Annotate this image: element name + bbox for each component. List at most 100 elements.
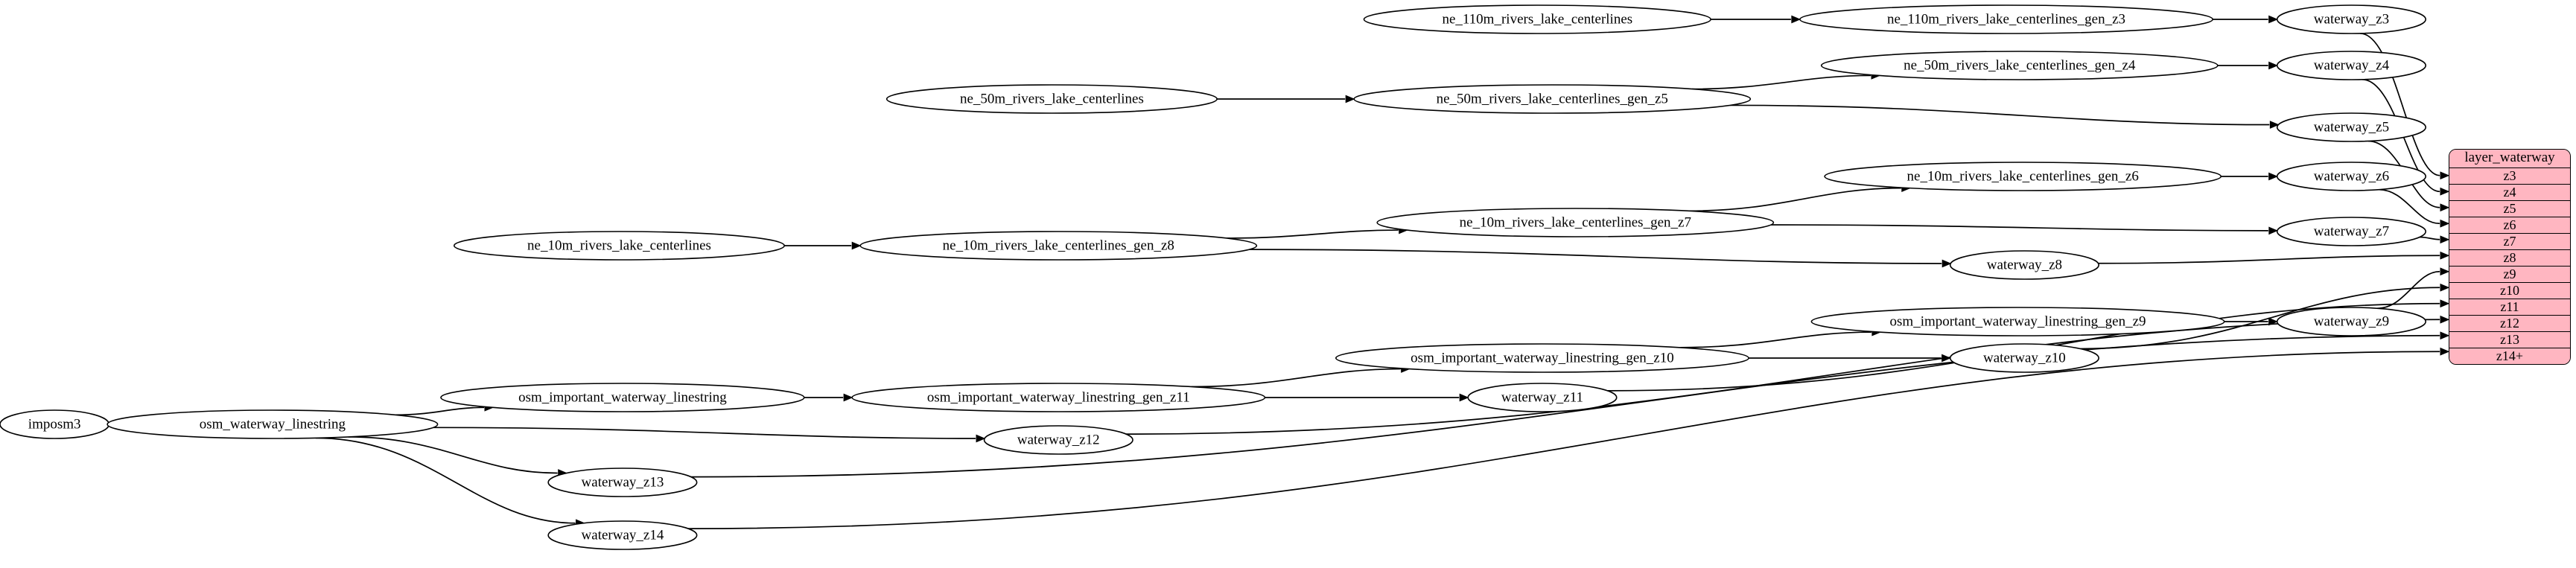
node-shape [852, 383, 1265, 412]
node-ne_50m_rivers_lake_centerlines[interactable]: ne_50m_rivers_lake_centerlines [887, 85, 1217, 113]
layer-row-z12[interactable]: z12 [2449, 316, 2570, 332]
node-shape [454, 232, 784, 260]
node-label: waterway_z8 [1987, 257, 2062, 272]
node-ne_10m_rivers_lake_centerlines_gen_z8[interactable]: ne_10m_rivers_lake_centerlines_gen_z8 [860, 232, 1256, 260]
edge-waterway_z14-to-layer_z14plus [688, 351, 2440, 529]
layer-row-z5[interactable]: z5 [2449, 201, 2570, 217]
node-shape [441, 383, 804, 412]
edge-arrowhead [852, 242, 860, 249]
edge-osm_waterway_linestring-to-waterway_z12 [433, 427, 976, 438]
node-label: waterway_z3 [2314, 11, 2389, 27]
node-osm_waterway_linestring[interactable]: osm_waterway_linestring [107, 410, 437, 438]
node-label: imposm3 [28, 416, 81, 432]
node-shape [860, 232, 1256, 260]
node-waterway_z7[interactable]: waterway_z7 [2277, 217, 2426, 246]
node-label: osm_waterway_linestring [200, 416, 346, 432]
node-shape [2277, 307, 2426, 336]
edge-osm_waterway_linestring-to-waterway_z13 [349, 437, 558, 473]
node-waterway_z8[interactable]: waterway_z8 [1950, 251, 2099, 279]
edge-waterway_z8-to-layer_z8 [2099, 255, 2440, 264]
edge-arrowhead [2440, 188, 2449, 195]
node-waterway_z9[interactable]: waterway_z9 [2277, 307, 2426, 336]
layer-row-z6[interactable]: z6 [2449, 217, 2570, 234]
node-waterway_z4[interactable]: waterway_z4 [2277, 51, 2426, 80]
layer-row-z10[interactable]: z10 [2449, 283, 2570, 299]
node-ne_110m_rivers_lake_centerlines_gen_z3[interactable]: ne_110m_rivers_lake_centerlines_gen_z3 [1800, 5, 2213, 33]
node-ne_50m_rivers_lake_centerlines_gen_z4[interactable]: ne_50m_rivers_lake_centerlines_gen_z4 [1822, 51, 2218, 80]
layer-row-z4[interactable]: z4 [2449, 185, 2570, 201]
node-shape [1950, 251, 2099, 279]
node-ne_50m_rivers_lake_centerlines_gen_z5[interactable]: ne_50m_rivers_lake_centerlines_gen_z5 [1354, 85, 1750, 113]
edge-arrowhead [2440, 316, 2449, 323]
layer-row-z14plus[interactable]: z14+ [2449, 348, 2570, 364]
node-waterway_z6[interactable]: waterway_z6 [2277, 162, 2426, 191]
node-osm_important_waterway_linestring[interactable]: osm_important_waterway_linestring [441, 383, 804, 412]
node-label: osm_important_waterway_linestring [518, 389, 727, 405]
layer-row-z3[interactable]: z3 [2449, 168, 2570, 185]
node-shape [1822, 51, 2218, 80]
node-label: ne_50m_rivers_lake_centerlines [960, 91, 1144, 106]
node-label: ne_10m_rivers_lake_centerlines [527, 237, 711, 253]
node-osm_important_waterway_linestring_gen_z10[interactable]: osm_important_waterway_linestring_gen_z1… [1336, 344, 1749, 372]
edge-osm_waterway_linestring-to-osm_important_waterway_linestring [395, 407, 484, 415]
layer-row-z13[interactable]: z13 [2449, 332, 2570, 348]
edge-osm_important_waterway_linestring_gen_z10-to-osm_important_waterway_linestring_gen_z9 [1680, 332, 1871, 348]
node-label: waterway_z6 [2314, 168, 2389, 184]
edge-arrowhead [2269, 227, 2277, 234]
node-label: waterway_z10 [1983, 350, 2066, 366]
node-imposm3[interactable]: imposm3 [0, 410, 109, 438]
node-label: waterway_z4 [2314, 57, 2390, 73]
node-label: waterway_z9 [2314, 313, 2389, 329]
node-shape [1800, 5, 2213, 33]
node-shape [1354, 85, 1750, 113]
node-waterway_z13[interactable]: waterway_z13 [548, 468, 697, 497]
node-osm_important_waterway_linestring_gen_z11[interactable]: osm_important_waterway_linestring_gen_z1… [852, 383, 1265, 412]
edge-arrowhead [2269, 318, 2277, 325]
node-shape [1950, 344, 2099, 372]
node-label: ne_50m_rivers_lake_centerlines_gen_z5 [1437, 91, 1668, 106]
node-ne_110m_rivers_lake_centerlines[interactable]: ne_110m_rivers_lake_centerlines [1364, 5, 1711, 33]
edge-arrowhead [2269, 173, 2277, 179]
layer-row-z9[interactable]: z9 [2449, 267, 2570, 283]
edge-waterway_z12-to-layer_z12 [1126, 319, 2440, 434]
node-waterway_z5[interactable]: waterway_z5 [2277, 113, 2426, 141]
node-shape [1336, 344, 1749, 372]
edge-waterway_z6-to-layer_z6 [2379, 190, 2440, 224]
node-shape [107, 410, 437, 438]
node-label: ne_10m_rivers_lake_centerlines_gen_z6 [1907, 168, 2139, 184]
edge-arrowhead [844, 394, 852, 401]
layer-row-z7[interactable]: z7 [2449, 234, 2570, 250]
node-ne_10m_rivers_lake_centerlines_gen_z6[interactable]: ne_10m_rivers_lake_centerlines_gen_z6 [1825, 162, 2221, 191]
node-ne_10m_rivers_lake_centerlines_gen_z7[interactable]: ne_10m_rivers_lake_centerlines_gen_z7 [1377, 208, 1773, 237]
node-shape [1377, 208, 1773, 237]
node-shape [1825, 162, 2221, 191]
edge-waterway_z13-to-layer_z13 [691, 336, 2440, 477]
edge-arrowhead [2440, 220, 2449, 227]
node-shape [548, 468, 697, 497]
edge-ne_50m_rivers_lake_centerlines_gen_z5-to-ne_50m_rivers_lake_centerlines_gen_z4 [1692, 75, 1871, 89]
node-label: waterway_z13 [582, 474, 664, 490]
node-shape [2277, 162, 2426, 191]
nodes-layer: imposm3 osm_waterway_linestring ne_110m_ri… [0, 5, 2426, 549]
edge-arrowhead [2440, 252, 2449, 259]
node-waterway_z12[interactable]: waterway_z12 [985, 426, 1133, 454]
node-label: waterway_z14 [582, 527, 664, 543]
edge-ne_50m_rivers_lake_centerlines_gen_z5-to-waterway_z5 [1730, 105, 2270, 124]
node-osm_important_waterway_linestring_gen_z9[interactable]: osm_important_waterway_linestring_gen_z9 [1811, 307, 2224, 336]
node-waterway_z3[interactable]: waterway_z3 [2277, 5, 2426, 33]
node-shape [2277, 217, 2426, 246]
layer-row-z11[interactable]: z11 [2449, 299, 2570, 316]
edge-ne_10m_rivers_lake_centerlines_gen_z8-to-ne_10m_rivers_lake_centerlines_gen_z7 [1227, 230, 1399, 238]
node-waterway_z10[interactable]: waterway_z10 [1950, 344, 2099, 372]
edge-arrowhead [1942, 260, 1950, 267]
edge-waterway_z7-to-layer_z7 [2420, 237, 2440, 240]
layer-row-z8[interactable]: z8 [2449, 250, 2570, 267]
node-shape [985, 426, 1133, 454]
edge-arrowhead [2440, 236, 2449, 243]
node-waterway_z14[interactable]: waterway_z14 [548, 521, 697, 549]
node-ne_10m_rivers_lake_centerlines[interactable]: ne_10m_rivers_lake_centerlines [454, 232, 784, 260]
node-waterway_z11[interactable]: waterway_z11 [1468, 383, 1617, 412]
node-shape [548, 521, 697, 549]
